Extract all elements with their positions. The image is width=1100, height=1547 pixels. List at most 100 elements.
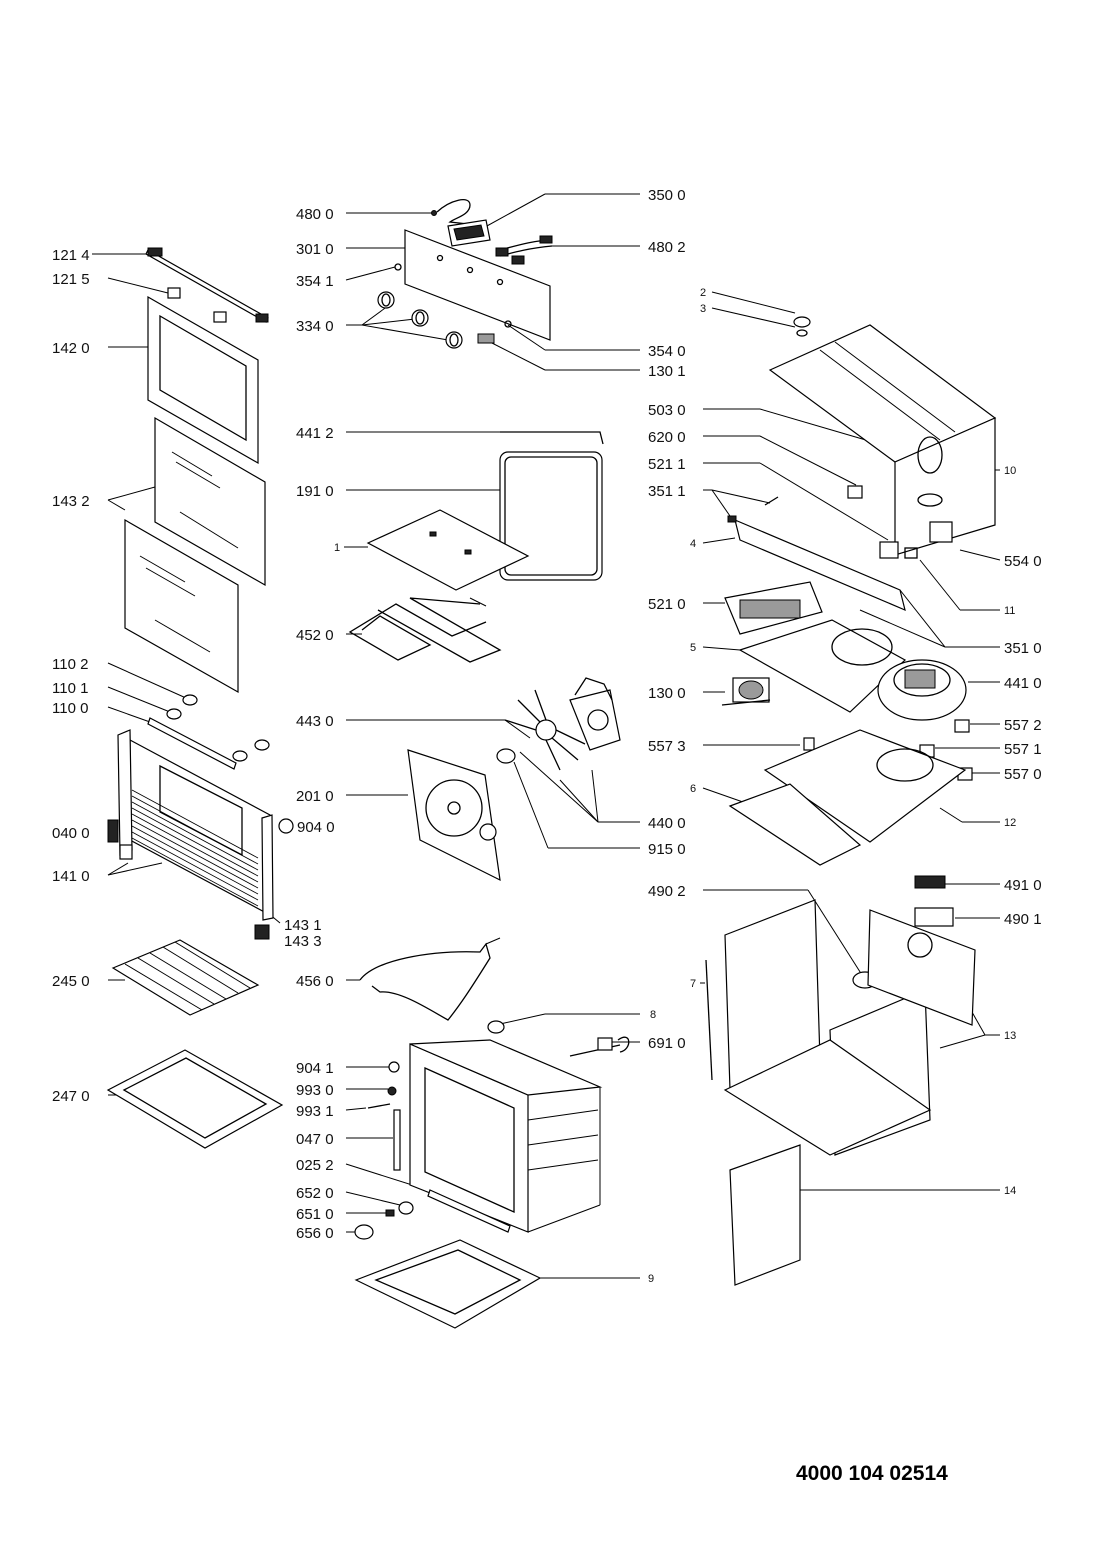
part-door-top-profile-121-4	[145, 247, 269, 323]
label-143-3: 143 3	[284, 933, 322, 950]
label-7: 7	[690, 978, 696, 990]
label-040-0: 040 0	[52, 825, 90, 842]
label-12: 12	[1004, 817, 1016, 829]
label-13: 13	[1004, 1030, 1016, 1042]
label-025-2: 025 2	[296, 1157, 334, 1174]
part-fan-441-0	[877, 659, 967, 721]
part-bracket-4	[727, 485, 953, 612]
label-350-0: 350 0	[648, 187, 686, 204]
part-tray-247-0	[106, 1049, 284, 1149]
label-351-0: 351 0	[1004, 640, 1042, 657]
part-inner-glass-143-2	[124, 416, 266, 694]
label-557-1: 557 1	[1004, 741, 1042, 758]
part-base-plate-12	[728, 729, 967, 866]
label-441-2: 441 2	[296, 425, 334, 442]
part-wire-rack-245-0	[111, 939, 260, 1016]
part-knobs-334-0	[377, 263, 512, 349]
label-993-0: 993 0	[296, 1082, 334, 1099]
label-110-1: 110 1	[52, 680, 88, 697]
label-247-0: 247 0	[52, 1088, 90, 1105]
part-connectors-491-490	[914, 875, 954, 927]
label-440-0: 440 0	[648, 815, 686, 832]
label-452-0: 452 0	[296, 627, 334, 644]
part-panel-14	[729, 1144, 801, 1286]
part-sensor-691-0	[569, 1036, 630, 1057]
label-491-0: 491 0	[1004, 877, 1042, 894]
label-480-0: 480 0	[296, 206, 334, 223]
part-harness-480-2	[495, 235, 553, 265]
label-915-0: 915 0	[648, 841, 686, 858]
label-521-0: 521 0	[648, 596, 686, 613]
part-housing-13	[705, 899, 976, 1156]
document-number: 4000 104 02514	[796, 1462, 948, 1485]
label-1: 1	[334, 542, 340, 554]
label-354-1: 354 1	[296, 273, 334, 290]
label-904-0: 904 0	[297, 819, 335, 836]
label-245-0: 245 0	[52, 973, 90, 990]
part-module-521-0	[724, 581, 823, 635]
part-cap-8	[487, 1020, 505, 1034]
label-557-2: 557 2	[1004, 717, 1042, 734]
label-142-0: 142 0	[52, 340, 90, 357]
label-130-0: 130 0	[648, 685, 686, 702]
label-652-0: 652 0	[296, 1185, 334, 1202]
part-small-fixings	[367, 1061, 400, 1109]
label-143-2: 143 2	[52, 493, 90, 510]
label-456-0: 456 0	[296, 973, 334, 990]
part-clips-110	[147, 694, 270, 770]
label-130-1: 130 1	[648, 363, 686, 380]
part-cable-480-0	[431, 199, 471, 225]
part-duct-5	[738, 619, 907, 713]
label-351-1: 351 1	[648, 483, 686, 500]
label-8: 8	[650, 1009, 656, 1021]
label-9: 9	[648, 1273, 654, 1285]
label-651-0: 651 0	[296, 1206, 334, 1223]
label-6: 6	[690, 783, 696, 795]
label-993-1: 993 1	[296, 1103, 334, 1120]
label-201-0: 201 0	[296, 788, 334, 805]
part-cavity-047-0	[393, 1039, 603, 1233]
part-bush-915-0	[496, 748, 516, 764]
part-grill-element-452-0	[348, 597, 502, 663]
label-521-1: 521 1	[648, 456, 686, 473]
label-11: 11	[1004, 605, 1015, 617]
label-3: 3	[700, 303, 706, 315]
label-554-0: 554 0	[1004, 553, 1042, 570]
label-904-1: 904 1	[296, 1060, 334, 1077]
label-503-0: 503 0	[648, 402, 686, 419]
label-441-0: 441 0	[1004, 675, 1042, 692]
label-14: 14	[1004, 1185, 1016, 1197]
part-seal-191-0	[499, 431, 604, 581]
part-outer-glass-142-0	[147, 295, 259, 465]
label-110-2: 110 2	[52, 656, 88, 673]
label-557-3: 557 3	[648, 738, 686, 755]
label-5: 5	[690, 642, 696, 654]
label-2: 2	[700, 287, 706, 299]
part-top-cover-10	[768, 316, 997, 556]
label-143-1: 143 1	[284, 917, 322, 934]
label-443-0: 443 0	[296, 713, 334, 730]
part-motor-130-0	[721, 677, 771, 706]
label-4: 4	[690, 538, 696, 550]
label-191-0: 191 0	[296, 483, 334, 500]
part-lamp-parts	[354, 1189, 511, 1240]
label-691-0: 691 0	[648, 1035, 686, 1052]
part-bottom-element-456-0	[359, 937, 501, 1021]
part-bottom-9	[354, 1239, 542, 1329]
part-door-inner-141-0	[107, 729, 294, 940]
label-490-1: 490 1	[1004, 911, 1042, 928]
part-control-panel-301-0	[404, 229, 551, 341]
part-plate-1	[366, 509, 530, 591]
label-301-0: 301 0	[296, 241, 334, 258]
part-fan-443-0	[504, 677, 621, 771]
label-121-5: 121 5	[52, 271, 90, 288]
label-354-0: 354 0	[648, 343, 686, 360]
door-mesh	[131, 789, 259, 907]
label-141-0: 141 0	[52, 868, 90, 885]
part-display-350-0	[447, 219, 491, 247]
label-047-0: 047 0	[296, 1131, 334, 1148]
part-back-wall-201-0	[407, 749, 501, 882]
label-480-2: 480 2	[648, 239, 686, 256]
